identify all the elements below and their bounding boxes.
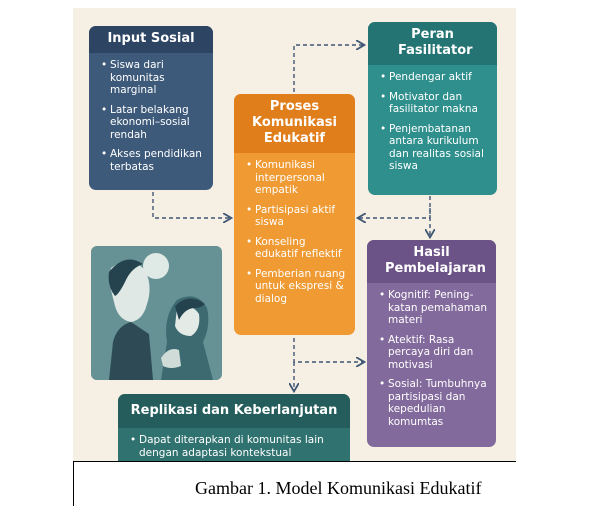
replikasi-box: Replikasi dan Keberlanjutan Dapat ditera… <box>118 394 350 462</box>
replikasi-title: Replikasi dan Keberlanjutan <box>118 394 350 428</box>
people-illustration <box>91 246 222 380</box>
arrow-peran-to-proses <box>359 208 431 218</box>
list-item: Pemberian ruang untuk ekspresi & dialog <box>246 268 347 306</box>
list-item: Dapat diterapkan di komunitas lain denga… <box>130 434 342 459</box>
list-item: Sosial: Tumbuhnya partisipasi dan kepedu… <box>379 378 488 428</box>
input-sosial-box: Input Sosial Siswa dari komunitas margin… <box>89 26 213 190</box>
list-item: Penjembatanan antara kurikulum dan reali… <box>380 123 489 173</box>
connector-arrows <box>152 8 516 462</box>
list-item: Siswa dari komunitas marginal <box>101 59 205 97</box>
diagram-poster: Input Sosial Siswa dari komunitas margin… <box>73 8 516 462</box>
peran-fasilitator-title: Peran Fasilitator <box>368 22 497 65</box>
arrow-input-to-proses <box>152 192 230 218</box>
list-item: Partisipasi aktif siswa <box>246 204 347 229</box>
input-sosial-list: Siswa dari komunitas marginal Latar bela… <box>89 53 213 186</box>
list-item: Kognitif: Pening-katan pemahaman materi <box>379 289 488 327</box>
proses-komunikasi-title: Proses Komunikasi Edukatif <box>234 94 355 153</box>
figure-caption: Gambar 1. Model Komunikasi Edukatif <box>195 478 482 498</box>
input-sosial-title: Input Sosial <box>89 26 213 53</box>
peran-fasilitator-list: Pendengar aktif Motivator dan fasilitato… <box>368 65 497 186</box>
list-item: Motivator dan fasilitator makna <box>380 91 489 116</box>
proses-komunikasi-box: Proses Komunikasi Edukatif Komunikasi in… <box>234 94 355 335</box>
hasil-pembelajaran-title: Hasil Pembelajaran <box>367 240 496 283</box>
arrow-proses-to-hasil <box>293 338 363 362</box>
arrow-proses-to-peran <box>293 45 363 92</box>
list-item: Konseling edukatif reflektif <box>246 236 347 261</box>
list-item: Komunikasi interpersonal empatik <box>246 159 347 197</box>
list-item: Latar belakang ekonomi–sosial rendah <box>101 104 205 142</box>
list-item: Atektif: Rasa percaya diri dan motivasi <box>379 334 488 372</box>
list-item: Akses pendidikan terbatas <box>101 148 205 173</box>
replikasi-list: Dapat diterapkan di komunitas lain denga… <box>118 428 350 462</box>
hasil-pembelajaran-list: Kognitif: Pening-katan pemahaman materi … <box>367 283 496 441</box>
hasil-pembelajaran-box: Hasil Pembelajaran Kognitif: Pening-kata… <box>367 240 496 447</box>
proses-komunikasi-list: Komunikasi interpersonal empatik Partisi… <box>234 153 355 318</box>
list-item: Pendengar aktif <box>380 71 489 84</box>
peran-fasilitator-box: Peran Fasilitator Pendengar aktif Motiva… <box>368 22 497 195</box>
caption-frame <box>73 461 516 506</box>
